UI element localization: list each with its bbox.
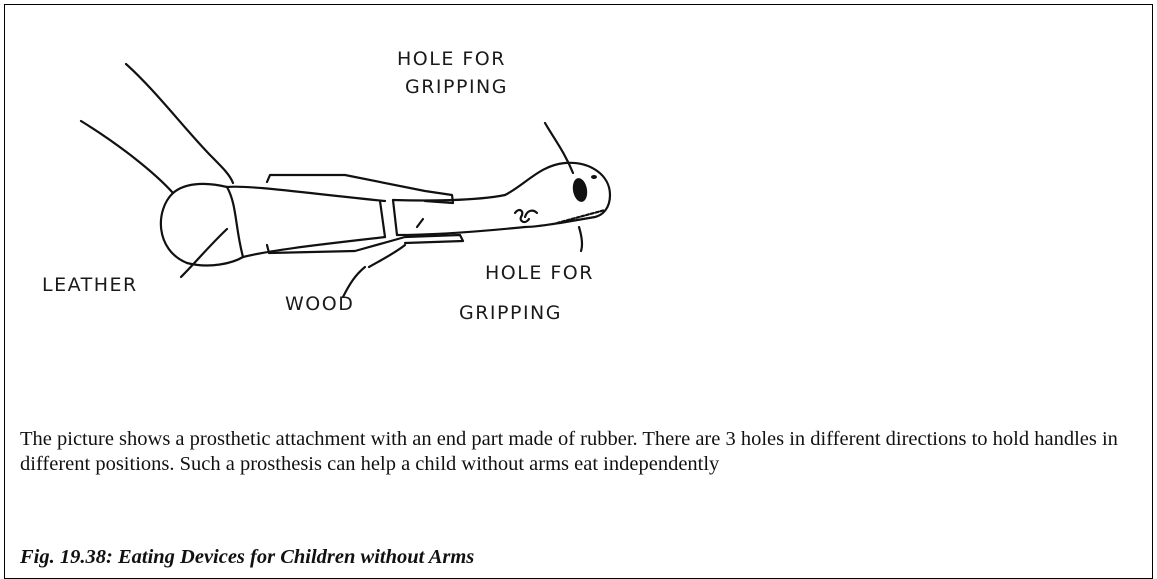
wood-top xyxy=(393,195,505,200)
rubber-notch xyxy=(525,211,537,217)
wood-leader-mid xyxy=(369,245,405,267)
wood-joint xyxy=(380,201,385,237)
label-wood: WOOD xyxy=(285,293,354,315)
label-hole-bottom-1: HOLE FOR xyxy=(485,262,594,284)
top-hole-leader xyxy=(545,123,573,173)
figure-frame: HOLE FOR GRIPPING HOLE FOR GRIPPING LEAT… xyxy=(4,4,1153,579)
wood-joint-2 xyxy=(393,200,397,235)
prosthesis-illustration: HOLE FOR GRIPPING HOLE FOR GRIPPING LEAT… xyxy=(5,5,705,385)
end-dot xyxy=(591,175,597,179)
top-gripping-hole xyxy=(571,177,589,203)
leather-leader xyxy=(181,229,227,277)
lower-strap xyxy=(267,235,463,253)
prosthesis-drawing: HOLE FOR GRIPPING HOLE FOR GRIPPING LEAT… xyxy=(5,5,705,385)
label-leather: LEATHER xyxy=(42,274,138,296)
bottom-hole-leader xyxy=(579,227,582,251)
figure-caption: The picture shows a prosthetic attachmen… xyxy=(20,427,1120,477)
figure-title: Fig. 19.38: Eating Devices for Children … xyxy=(20,546,474,569)
label-hole-bottom-2: GRIPPING xyxy=(459,302,562,324)
wood-leader-upper xyxy=(417,219,423,227)
label-hole-top-1: HOLE FOR xyxy=(397,48,506,70)
leather-cup-outline xyxy=(161,193,385,265)
arm-lower-line xyxy=(81,121,173,193)
leather-fold xyxy=(227,187,243,257)
leather-top-edge xyxy=(173,184,385,201)
wood-bottom xyxy=(397,227,525,235)
label-hole-top-2: GRIPPING xyxy=(405,76,508,98)
